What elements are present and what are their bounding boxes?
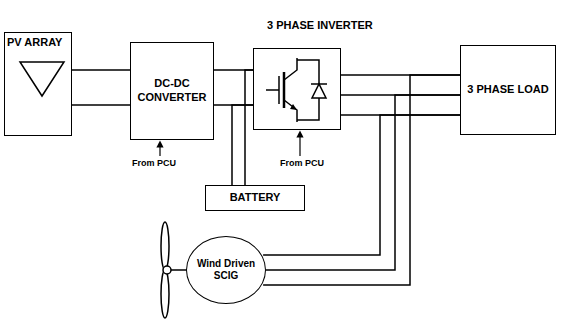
block-label: Wind Driven SCIG	[187, 258, 265, 283]
control-arrow	[299, 134, 300, 156]
emitter-arrow	[290, 104, 297, 110]
wire-connector	[232, 70, 253, 185]
block-label: BATTERY	[227, 191, 284, 205]
inverter-box: 3 PHASE INVERTER	[253, 48, 341, 130]
pv-symbol	[20, 62, 64, 96]
pv-array-box: PV ARRAY	[4, 32, 72, 136]
wind-turbine	[161, 222, 188, 318]
wire-connector	[72, 70, 130, 105]
battery-box: BATTERY	[205, 185, 305, 211]
igbt-symbol	[266, 58, 327, 122]
block-label: DC-DC CONVERTER	[131, 77, 213, 105]
load-box: 3 PHASE LOAD	[460, 45, 556, 135]
block-label: PV ARRAY	[5, 33, 64, 53]
converter-box: DC-DC CONVERTER	[130, 42, 214, 140]
control-label: From PCU	[280, 158, 324, 168]
generator-circle: Wind Driven SCIG	[186, 236, 266, 304]
wire-connector	[214, 70, 253, 105]
block-label: 3 PHASE LOAD	[464, 83, 551, 97]
control-arrow	[159, 144, 160, 156]
control-label: From PCU	[132, 158, 176, 168]
block-heading: 3 PHASE INVERTER	[264, 19, 376, 33]
wire-connector	[263, 75, 460, 285]
